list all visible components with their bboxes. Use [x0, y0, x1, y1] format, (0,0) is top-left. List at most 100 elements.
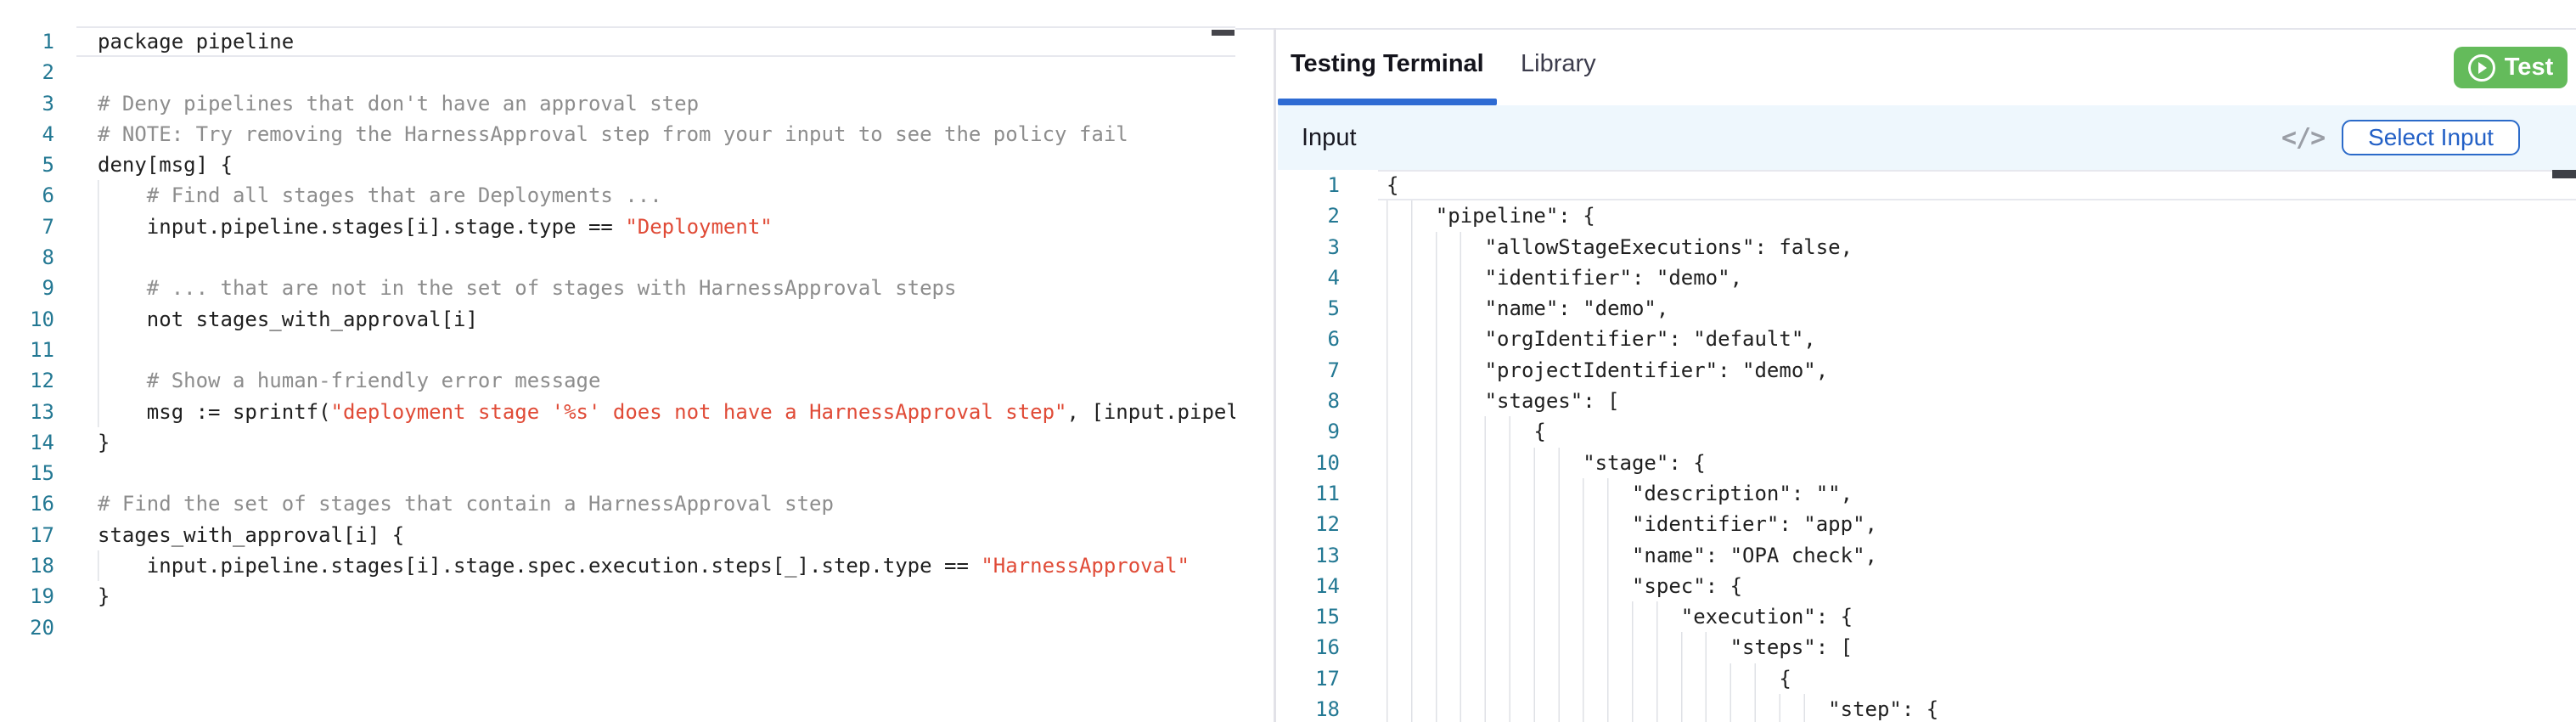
- line-number: 2: [1327, 204, 1340, 228]
- input-json-line[interactable]: 5 "name": "demo",: [1278, 293, 2576, 324]
- code-text: }: [98, 430, 110, 454]
- line-number: 13: [30, 399, 54, 424]
- code-text: msg := sprintf("deployment stage '%s' do…: [98, 399, 1235, 424]
- policy-code-line[interactable]: 9 # ... that are not in the set of stage…: [0, 273, 1235, 304]
- line-number: 9: [42, 276, 54, 301]
- line-number: 4: [42, 121, 54, 146]
- indent-guides: [1386, 293, 1483, 324]
- line-number: 19: [30, 584, 54, 609]
- indent-guides: [98, 211, 145, 243]
- policy-code-line[interactable]: 15: [0, 458, 1235, 488]
- code-text: "stage": {: [1386, 450, 1706, 475]
- policy-code-line[interactable]: 8: [0, 242, 1235, 274]
- line-number: 5: [42, 153, 54, 178]
- policy-code-line[interactable]: 6 # Find all stages that are Deployments…: [0, 180, 1235, 212]
- code-text: "spec": {: [1386, 573, 1743, 598]
- code-text: # Show a human-friendly error message: [98, 369, 601, 393]
- line-number: 14: [30, 430, 54, 454]
- indent-guides: [1386, 601, 1679, 633]
- policy-code-line[interactable]: 10 not stages_with_approval[i]: [0, 303, 1235, 335]
- indent-guides: [1386, 354, 1483, 386]
- policy-code-line[interactable]: 18 input.pipeline.stages[i].stage.spec.e…: [0, 550, 1235, 582]
- input-json-line[interactable]: 16 "steps": [: [1278, 632, 2576, 663]
- input-json-line[interactable]: 4 "identifier": "demo",: [1278, 262, 2576, 294]
- code-view-icon[interactable]: </>: [2281, 122, 2326, 153]
- input-json-line[interactable]: 14 "spec": {: [1278, 570, 2576, 602]
- input-json-line[interactable]: 1{: [1278, 170, 2576, 201]
- line-number: 10: [30, 307, 54, 331]
- code-text: input.pipeline.stages[i].stage.spec.exec…: [98, 554, 1190, 578]
- line-number: 3: [1327, 234, 1340, 259]
- tab-testing-terminal[interactable]: Testing Terminal: [1291, 50, 1484, 77]
- indent-guides: [98, 365, 145, 397]
- input-json-line[interactable]: 15 "execution": {: [1278, 601, 2576, 633]
- line-number: 8: [1327, 389, 1340, 414]
- input-json-line[interactable]: 13 "name": "OPA check",: [1278, 539, 2576, 571]
- overview-ruler-cursor-marker: [1212, 30, 1235, 36]
- policy-code-line[interactable]: 16# Find the set of stages that contain …: [0, 488, 1235, 519]
- code-text: }: [98, 584, 110, 609]
- indent-guides: [98, 273, 145, 304]
- policy-code-line[interactable]: 2: [0, 57, 1235, 87]
- active-tab-indicator: [1278, 99, 1497, 105]
- code-text: # Find the set of stages that contain a …: [98, 492, 834, 516]
- code-text: "step": {: [1386, 697, 1939, 722]
- input-json-line[interactable]: 3 "allowStageExecutions": false,: [1278, 231, 2576, 262]
- line-number: 7: [42, 214, 54, 239]
- input-json-line[interactable]: 6 "orgIdentifier": "default",: [1278, 324, 2576, 355]
- input-json-line[interactable]: 17 {: [1278, 663, 2576, 695]
- line-number: 9: [1327, 420, 1340, 444]
- input-json-line[interactable]: 8 "stages": [: [1278, 386, 2576, 417]
- input-json-editor[interactable]: 1{2 "pipeline": {3 "allowStageExecutions…: [1278, 170, 2576, 722]
- policy-code-line[interactable]: 11: [0, 334, 1235, 366]
- policy-code-line[interactable]: 19}: [0, 581, 1235, 612]
- indent-guides: [1386, 539, 1630, 571]
- code-text: stages_with_approval[i] {: [98, 522, 405, 547]
- line-number: 14: [1315, 573, 1340, 598]
- code-text: "identifier": "demo",: [1386, 265, 1743, 290]
- policy-code-line[interactable]: 7 input.pipeline.stages[i].stage.type ==…: [0, 211, 1235, 243]
- input-json-line[interactable]: 12 "identifier": "app",: [1278, 509, 2576, 540]
- policy-code-line[interactable]: 4# NOTE: Try removing the HarnessApprova…: [0, 119, 1235, 149]
- indent-guides: [1386, 200, 1434, 232]
- policy-code-line[interactable]: 3# Deny pipelines that don't have an app…: [0, 88, 1235, 119]
- select-input-button[interactable]: Select Input: [2342, 120, 2520, 155]
- policy-code-line[interactable]: 20: [0, 612, 1235, 643]
- policy-code-line[interactable]: 12 # Show a human-friendly error message: [0, 365, 1235, 397]
- policy-code-line[interactable]: 13 msg := sprintf("deployment stage '%s'…: [0, 396, 1235, 427]
- code-text: "projectIdentifier": "demo",: [1386, 358, 1829, 382]
- line-number: 17: [1315, 666, 1340, 691]
- code-text: {: [1386, 420, 1546, 444]
- line-number: 6: [1327, 327, 1340, 352]
- indent-guides: [98, 550, 145, 582]
- indent-guides: [1386, 416, 1533, 448]
- test-button[interactable]: Test: [2454, 47, 2568, 88]
- input-json-line[interactable]: 2 "pipeline": {: [1278, 200, 2576, 232]
- policy-code-line[interactable]: 5 deny[msg] {: [0, 149, 1235, 180]
- indent-guides: [1386, 447, 1582, 478]
- policy-code-line[interactable]: 14}: [0, 427, 1235, 458]
- input-json-line[interactable]: 10 "stage": {: [1278, 447, 2576, 478]
- pane-divider[interactable]: [1274, 28, 1276, 722]
- code-text: package pipeline: [98, 30, 295, 54]
- indent-guides: [1386, 509, 1630, 540]
- policy-code-line[interactable]: 1 package pipeline: [0, 26, 1235, 58]
- input-json-line[interactable]: 9 {: [1278, 416, 2576, 448]
- line-number: 1: [42, 30, 54, 54]
- input-json-line[interactable]: 7 "projectIdentifier": "demo",: [1278, 354, 2576, 386]
- line-number: 16: [1315, 635, 1340, 660]
- test-button-label: Test: [2504, 54, 2554, 81]
- tab-library[interactable]: Library: [1521, 50, 1596, 77]
- code-text: not stages_with_approval[i]: [98, 307, 478, 331]
- code-text: deny[msg] {: [98, 153, 233, 178]
- line-number: 18: [30, 554, 54, 578]
- line-number: 15: [30, 461, 54, 486]
- indent-guides: [98, 242, 145, 274]
- code-text: "orgIdentifier": "default",: [1386, 327, 1816, 352]
- indent-guides: [1386, 386, 1483, 417]
- input-json-line[interactable]: 11 "description": "",: [1278, 477, 2576, 510]
- input-json-line[interactable]: 18 "step": {: [1278, 694, 2576, 722]
